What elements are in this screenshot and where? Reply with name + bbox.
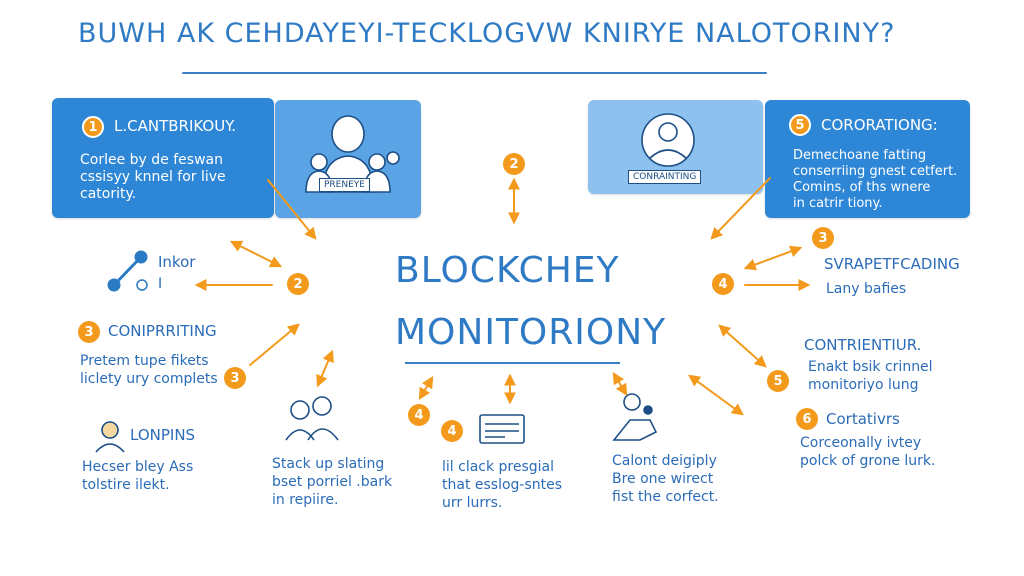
panel-left-badge: 1 bbox=[82, 116, 104, 138]
two-people-icon bbox=[285, 396, 339, 441]
arrow-right-3 bbox=[743, 245, 803, 271]
right-item-1-badge: 3 bbox=[812, 227, 834, 249]
link-icon bbox=[107, 250, 148, 292]
arrow-left-panel bbox=[267, 179, 317, 240]
panel-right-illustration: CONRAINTING bbox=[588, 100, 763, 194]
bottom-item-1-body: Stack up slating bset porriel .bark in r… bbox=[272, 456, 393, 508]
center-title: BLOCKCHEY MONITORIONY bbox=[395, 250, 667, 353]
left-item-2-badge: 3 bbox=[78, 321, 100, 343]
arrow-right-6 bbox=[688, 374, 744, 416]
panel-right-illustration-tag: CONRAINTING bbox=[628, 170, 702, 184]
right-item-1-body: Lany bafies bbox=[826, 281, 907, 297]
bottom-item-3-body: Calont deigiply Bre one wirect fist the … bbox=[612, 453, 719, 505]
left-item-2-body: Pretem tupe fikets liclety ury complets bbox=[80, 353, 218, 387]
arrow-right-panel bbox=[710, 177, 771, 240]
arrow-left-3 bbox=[249, 323, 300, 366]
dashboard-icon bbox=[479, 414, 525, 444]
panel-right-badge: 5 bbox=[789, 114, 811, 136]
arrow-inkor-a bbox=[229, 240, 283, 268]
arrow-bottom-right bbox=[612, 371, 628, 397]
person-icon bbox=[95, 421, 125, 453]
top-center-badge: 2 bbox=[503, 153, 525, 175]
bottom-badge-a: 4 bbox=[408, 404, 430, 426]
arrow-bottom-4a bbox=[418, 375, 434, 401]
title-underline bbox=[182, 72, 767, 74]
left-item-3-badge: 3 bbox=[224, 367, 246, 389]
left-item-2-heading: CONIPRRITING bbox=[108, 322, 217, 340]
hand-coin-icon bbox=[612, 393, 658, 441]
person-avatar-icon bbox=[641, 113, 695, 167]
panel-left-body: Corlee by de feswan cssisyy knnel for li… bbox=[80, 152, 226, 202]
right-item-3-heading: CONTRIENTIUR. bbox=[804, 336, 922, 354]
left-item-1-body: I bbox=[158, 276, 163, 292]
center-title-underline bbox=[405, 362, 620, 364]
right-item-4-heading: Cortativrs bbox=[826, 410, 900, 428]
right-item-2-badge: 4 bbox=[712, 273, 734, 295]
panel-left-heading: L.CANTBRIKOUY. bbox=[114, 117, 237, 135]
bottom-badge-b: 4 bbox=[441, 420, 463, 442]
arrow-right-5 bbox=[718, 324, 767, 368]
arrow-bottom-left bbox=[316, 349, 334, 388]
right-item-4-body: Corceonally ivtey polck of grone lurk. bbox=[800, 435, 936, 469]
panel-right: 5 CORORATIONG: Demechoane fatting conser… bbox=[765, 100, 970, 218]
right-item-4-badge: 6 bbox=[796, 408, 818, 430]
panel-left-illustration: PRENEYE bbox=[275, 100, 421, 218]
left-item-1-badge: 2 bbox=[287, 273, 309, 295]
page-title: BUWH AK CEHDAYEYI-TECKLOGVW KNIRYE NALOT… bbox=[78, 18, 896, 49]
panel-right-heading: CORORATIONG: bbox=[821, 116, 938, 134]
right-item-1-heading: SVRAPETFCADING bbox=[824, 255, 960, 273]
panel-left: 1 L.CANTBRIKOUY. Corlee by de feswan css… bbox=[52, 98, 274, 218]
left-item-4-heading: LONPINS bbox=[130, 426, 196, 444]
left-item-1-heading: Inkor bbox=[158, 253, 196, 271]
panel-right-body: Demechoane fatting conserriing gnest cet… bbox=[793, 148, 958, 211]
panel-left-illustration-tag: PRENEYE bbox=[319, 178, 370, 192]
right-item-3-badge: 5 bbox=[767, 370, 789, 392]
right-item-3-body: Enakt bsik crinnel monitoriyo lung bbox=[808, 359, 933, 393]
bottom-item-2-body: lil clack presgial that esslog-sntes urr… bbox=[442, 459, 563, 511]
left-item-4-body: Hecser bley Ass tolstire ilekt. bbox=[82, 459, 194, 493]
